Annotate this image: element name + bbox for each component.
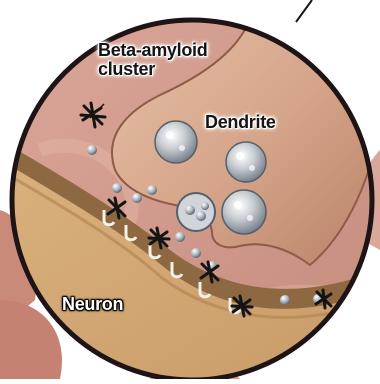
fusing-vesicle [177, 193, 215, 231]
dendrite-label: Dendrite [205, 113, 276, 132]
beta-amyloid-label-line1: Beta-amyloid [98, 41, 207, 60]
neuron-label: Neuron [62, 295, 123, 314]
beta-amyloid-label-line2: cluster [98, 60, 155, 79]
